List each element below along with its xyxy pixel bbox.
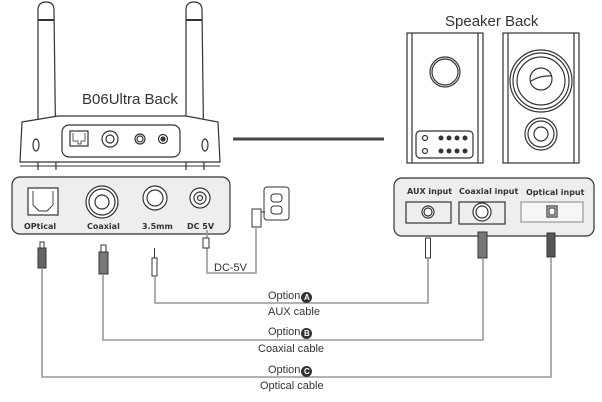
port-label-coaxial: Coaxial: [87, 222, 120, 231]
speaker-input-label-coaxial: Coaxial input: [459, 187, 519, 196]
port-label-dc-5v: DC 5V: [187, 222, 215, 231]
option-a-badge: A: [301, 292, 313, 303]
power-label: DC-5V: [214, 262, 248, 274]
option-b-badge: B: [301, 328, 313, 339]
power-cable: [206, 227, 257, 274]
cable-coaxial: [102, 258, 484, 341]
cable-optical: [41, 257, 552, 378]
optical-cable-label: Optical cable: [260, 380, 324, 392]
option-c-prefix: Option: [268, 364, 301, 376]
cable-aux: [154, 258, 429, 304]
speaker-inputs-panel: [393, 177, 595, 237]
option-a-prefix: Option: [268, 290, 301, 302]
transmitter-title: B06Ultra Back: [82, 91, 178, 108]
plugs-transmitter: [37, 237, 210, 277]
speaker-input-label-optical: Optical input: [526, 188, 585, 197]
transmitter-illustration: [19, 1, 221, 171]
port-label-3-5mm: 3.5mm: [142, 222, 173, 231]
coaxial-cable-label: Coaxial cable: [258, 343, 325, 355]
transmitter-ports-panel: [11, 176, 231, 235]
speaker-left-illustration: [406, 32, 484, 164]
aux-cable-label: AUX cable: [268, 306, 320, 318]
power-outlet: [251, 186, 290, 228]
option-c-badge: C: [301, 366, 313, 377]
port-label-optical: OPtical: [24, 222, 57, 231]
option-b-prefix: Option: [268, 326, 301, 338]
speaker-title: Speaker Back: [445, 13, 539, 30]
speaker-right-illustration: [502, 32, 580, 164]
speaker-input-label-aux: AUX input: [407, 187, 453, 196]
